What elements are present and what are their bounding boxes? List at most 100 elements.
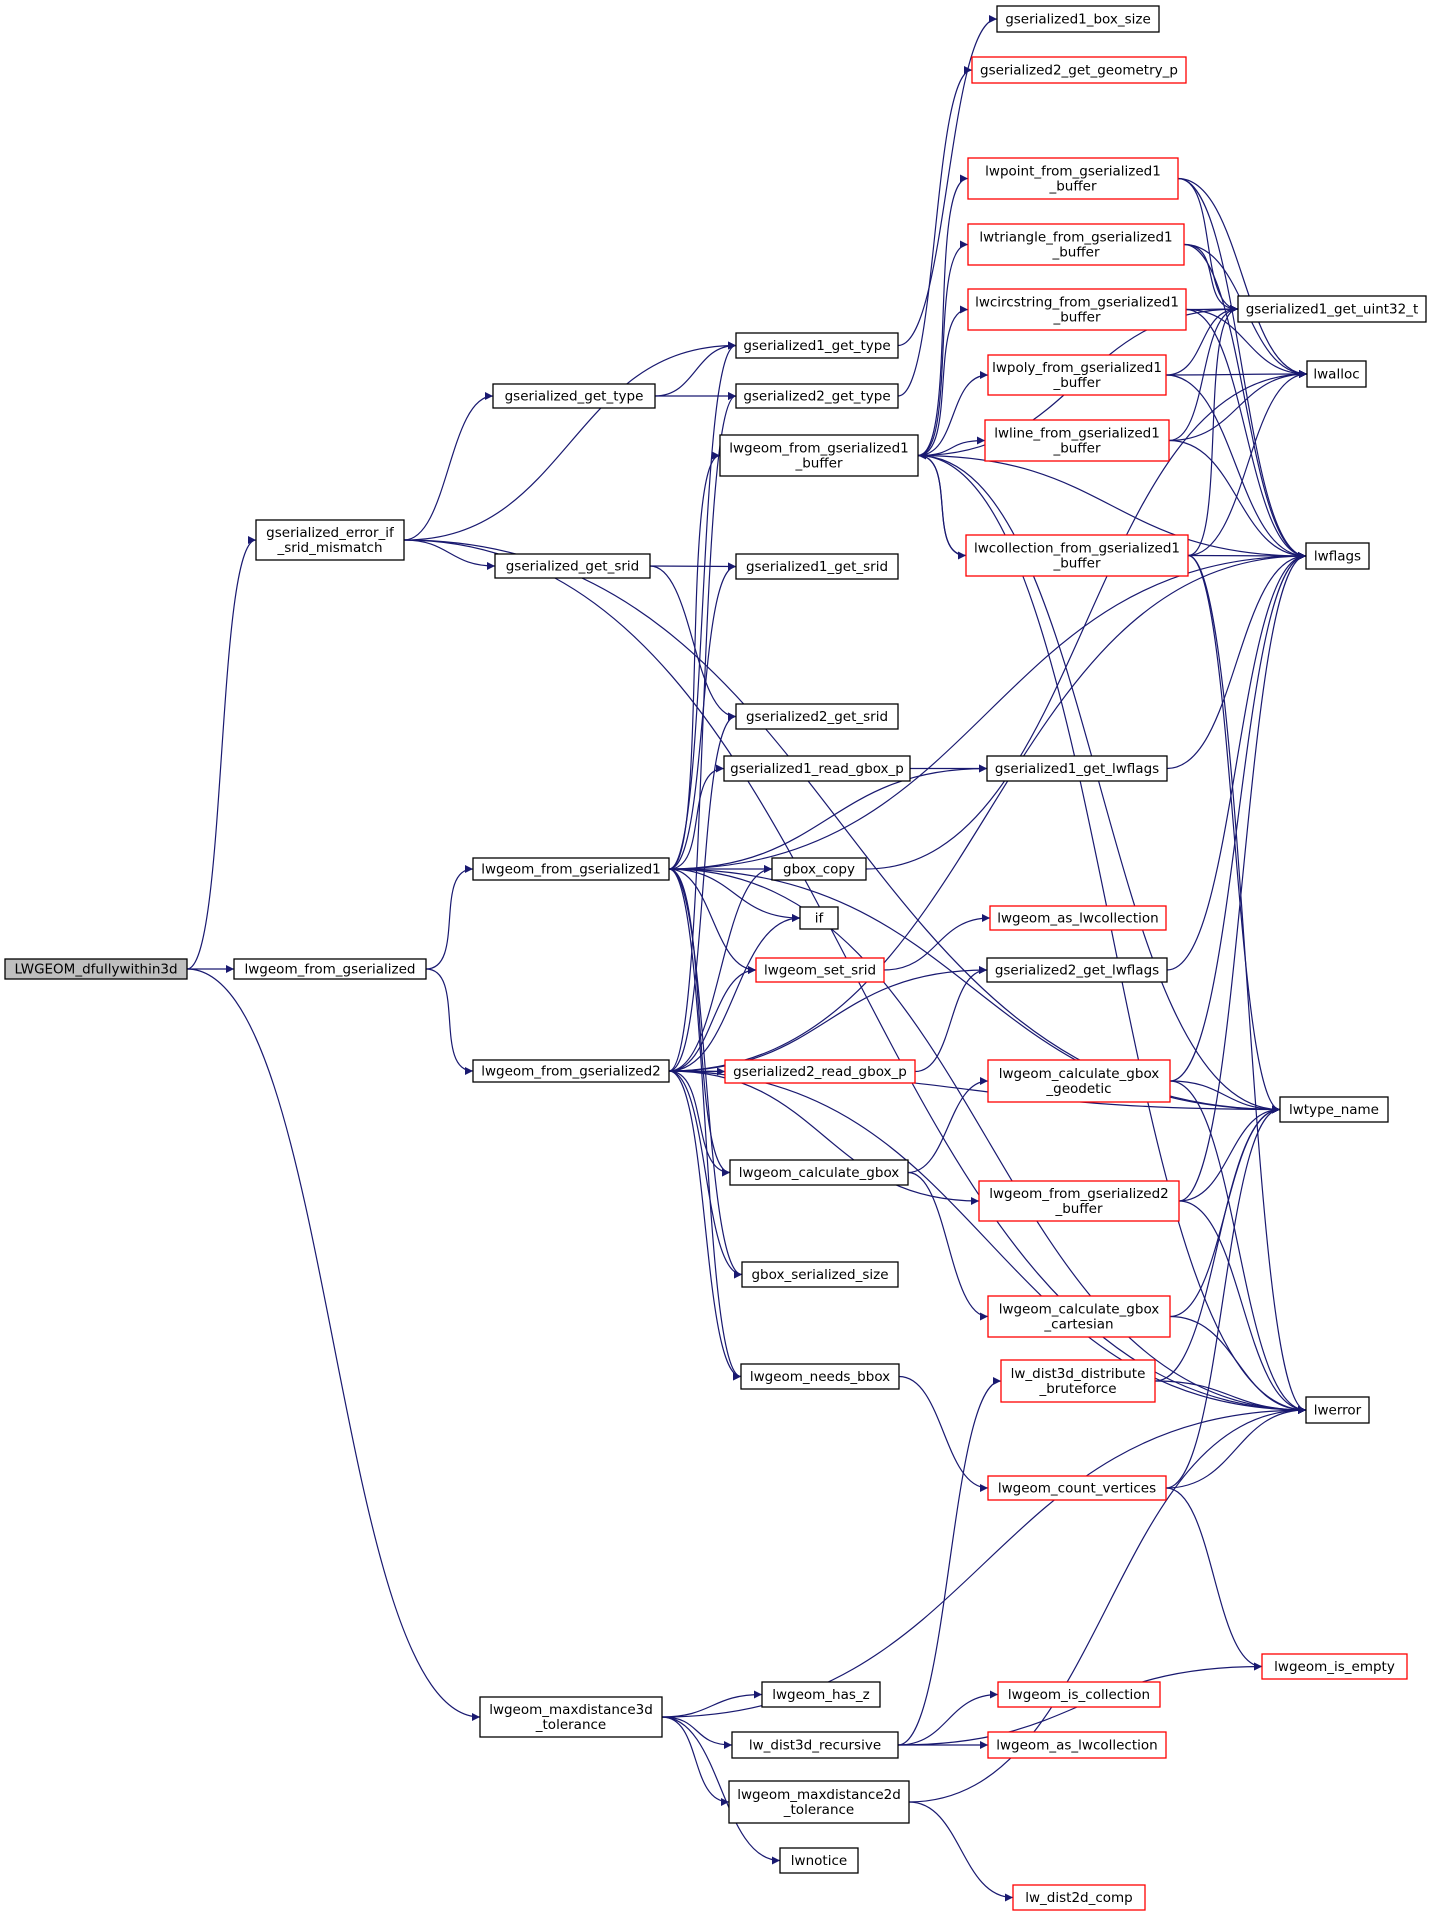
edge-path (649, 565, 737, 721)
node-box (996, 5, 1160, 33)
node-lwnotice[interactable]: lwnotice (779, 1847, 859, 1874)
node-gbox-copy[interactable]: gbox_copy (771, 857, 867, 881)
node-gserialized1-get-type[interactable]: gserialized1_get_type (735, 332, 899, 359)
node-lwgeom-from-gserialized2-buffer[interactable]: lwgeom_from_gserialized2_buffer (978, 1180, 1180, 1222)
call-edge (403, 341, 737, 541)
call-edge (668, 868, 1307, 1414)
edge-path (1165, 1406, 1307, 1489)
node-lwpoint-from-gserialized1-buffer[interactable]: lwpoint_from_gserialized1_buffer (967, 157, 1179, 200)
node-label: _buffer (1048, 179, 1096, 195)
node-lwtype-name[interactable]: lwtype_name (1279, 1096, 1389, 1123)
node-lwgeom-from-gserialized1[interactable]: lwgeom_from_gserialized1 (472, 857, 670, 881)
node-box (1261, 1653, 1408, 1680)
node-lwgeom-from-gserialized1-buffer[interactable]: lwgeom_from_gserialized1_buffer (719, 434, 919, 477)
node-gserialized1-get-uint32-t[interactable]: gserialized1_get_uint32_t (1237, 295, 1427, 323)
node-lwgeom-set-srid[interactable]: lwgeom_set_srid (755, 957, 885, 983)
node-lwgeom-from-gserialized2[interactable]: lwgeom_from_gserialized2 (472, 1059, 670, 1083)
call-edge (1168, 305, 1239, 442)
edge-path (668, 868, 742, 1381)
node-label: _buffer (1052, 310, 1100, 326)
node-label: _srid_mismatch (276, 540, 382, 556)
edge-path (914, 966, 988, 1073)
node-label: gserialized2_read_gbox_p (733, 1064, 907, 1080)
node-box (735, 332, 899, 359)
edge-path (907, 1171, 989, 1321)
node-lwgeom-needs-bbox[interactable]: lwgeom_needs_bbox (740, 1363, 900, 1390)
edge-path (668, 868, 1307, 1414)
node-lwgeom-maxdistance3d-tolerance[interactable]: lwgeom_maxdistance3d_tolerance (479, 1696, 663, 1738)
edge-path (1169, 1315, 1307, 1414)
node-lwcollection-from-gserialized1-buffer[interactable]: lwcollection_from_gserialized1_buffer (965, 534, 1189, 577)
node-lwcircstring-from-gserialized1-buffer[interactable]: lwcircstring_from_gserialized1_buffer (967, 288, 1187, 331)
node-label: _buffer (1054, 1201, 1102, 1217)
node-box (4, 958, 188, 980)
node-lwgeom-calculate-gbox[interactable]: lwgeom_calculate_gbox (729, 1159, 909, 1186)
node-lwgeom-as-lwcollection[interactable]: lwgeom_as_lwcollection (987, 1731, 1167, 1759)
node-lw-dist3d-recursive[interactable]: lw_dist3d_recursive (731, 1731, 899, 1759)
node-lwgeom-maxdistance2d-tolerance[interactable]: lwgeom_maxdistance2d_tolerance (728, 1780, 910, 1824)
node-lw-dist2d-comp[interactable]: lw_dist2d_comp (1012, 1884, 1146, 1911)
node-lwerror[interactable]: lwerror (1305, 1396, 1370, 1424)
node-lwline-from-gserialized1-buffer[interactable]: lwline_from_gserialized1_buffer (984, 419, 1170, 462)
node-lwflags[interactable]: lwflags (1305, 542, 1370, 570)
call-edge (668, 1070, 742, 1381)
node-box (1000, 1359, 1156, 1403)
node-if[interactable]: if (799, 906, 839, 930)
node-box (724, 1059, 916, 1084)
call-edge (1185, 308, 1307, 560)
node-label: _geodetic (1045, 1081, 1111, 1097)
node-box (997, 1681, 1161, 1708)
node-lwgeom-as-lwcollection[interactable]: lwgeom_as_lwcollection (989, 905, 1167, 931)
node-lwgeom-from-gserialized[interactable]: lwgeom_from_gserialized (233, 958, 427, 980)
edge-path (425, 865, 474, 970)
edge-path (668, 764, 725, 870)
edge-path (668, 392, 737, 1072)
node-gserialized2-get-type[interactable]: gserialized2_get_type (735, 383, 899, 409)
edge-path (668, 868, 731, 1177)
call-edge (914, 966, 988, 1073)
call-edge (908, 1801, 1014, 1902)
node-gserialized1-read-gbox-p[interactable]: gserialized1_read_gbox_p (723, 755, 911, 782)
node-lwtriangle-from-gserialized1-buffer[interactable]: lwtriangle_from_gserialized1_buffer (967, 223, 1185, 266)
node-lwgeom-count-vertices[interactable]: lwgeom_count_vertices (987, 1475, 1167, 1501)
node-gserialized1-get-lwflags[interactable]: gserialized1_get_lwflags (986, 755, 1168, 782)
node-gserialized-error-if-srid-mismatch[interactable]: gserialized_error_if_srid_mismatch (255, 519, 405, 561)
call-edge (668, 865, 773, 1072)
node-lwalloc[interactable]: lwalloc (1306, 360, 1367, 388)
node-box (1305, 1396, 1370, 1424)
node-lw-dist3d-distribute-bruteforce[interactable]: lw_dist3d_distribute_bruteforce (1000, 1359, 1156, 1403)
node-gserialized2-get-lwflags[interactable]: gserialized2_get_lwflags (986, 957, 1168, 983)
edge-path (1168, 370, 1308, 442)
call-edge (897, 1690, 999, 1746)
node-lwgeom-calculate-gbox-geodetic[interactable]: lwgeom_calculate_gbox_geodetic (987, 1059, 1171, 1103)
call-edge (1165, 1105, 1281, 1489)
call-edge (917, 240, 969, 457)
node-gserialized2-get-srid[interactable]: gserialized2_get_srid (735, 703, 899, 730)
node-box (492, 383, 656, 409)
node-gserialized2-read-gbox-p[interactable]: gserialized2_read_gbox_p (724, 1059, 916, 1084)
call-edge (1178, 1200, 1307, 1414)
call-edge (649, 562, 737, 571)
node-lwpoly-from-gserialized1-buffer[interactable]: lwpoly_from_gserialized1_buffer (987, 354, 1167, 396)
node-gserialized1-box-size[interactable]: gserialized1_box_size (996, 5, 1160, 33)
node-gserialized-get-srid[interactable]: gserialized_get_srid (494, 553, 651, 579)
node-label: lwgeom_is_collection (1008, 1687, 1150, 1703)
node-label: gserialized2_get_srid (746, 709, 888, 725)
node-lwgeom-has-z[interactable]: lwgeom_has_z (761, 1681, 881, 1708)
call-edge (1178, 1105, 1281, 1202)
node-box (987, 1475, 1167, 1501)
node-lwgeom-is-collection[interactable]: lwgeom_is_collection (997, 1681, 1161, 1708)
edge-path (186, 536, 257, 970)
node-gserialized1-get-srid[interactable]: gserialized1_get_srid (735, 553, 899, 580)
node-label: lwalloc (1313, 367, 1359, 383)
node-gbox-serialized-size[interactable]: gbox_serialized_size (741, 1261, 899, 1288)
call-edge (1177, 177, 1308, 378)
node-gserialized-get-type[interactable]: gserialized_get_type (492, 383, 656, 409)
node-box (967, 223, 1185, 266)
node-lwgeom-calculate-gbox-cartesian[interactable]: lwgeom_calculate_gbox_cartesian (987, 1295, 1171, 1338)
node-gserialized2-get-geometry-p[interactable]: gserialized2_get_geometry_p (971, 56, 1187, 84)
node-box (729, 1159, 909, 1186)
node-lwgeom-is-empty[interactable]: lwgeom_is_empty (1261, 1653, 1408, 1680)
call-edge (1185, 308, 1308, 378)
node-box (984, 419, 1170, 462)
